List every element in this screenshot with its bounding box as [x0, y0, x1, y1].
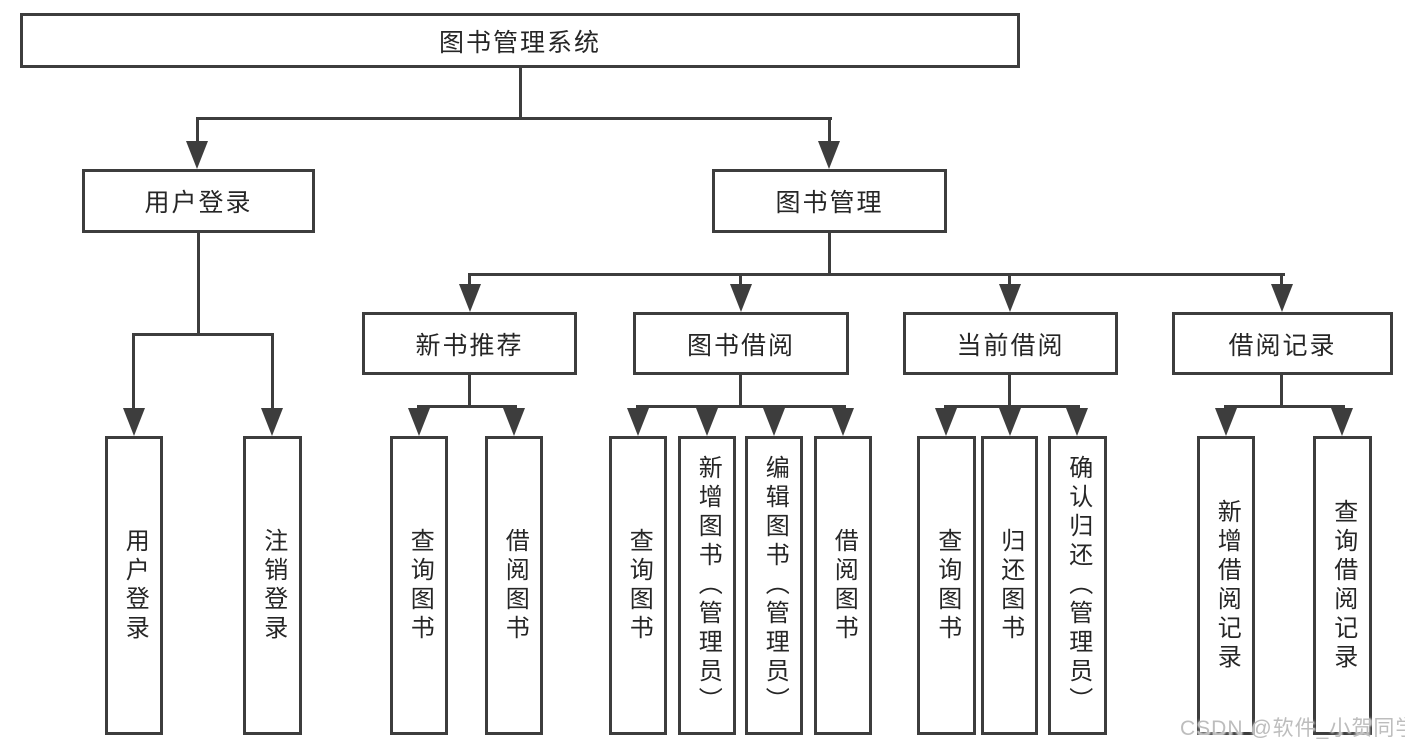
- leaf-return-books: 归还图书: [981, 436, 1038, 735]
- arrow-down-icon: [261, 408, 283, 436]
- edge-to-book-management: [828, 117, 831, 145]
- leaf-edit-books-admin: 编辑图书（管理员）: [745, 436, 803, 735]
- arrow-down-icon: [935, 408, 957, 436]
- leaf-logout-label: 注销登录: [259, 527, 287, 644]
- node-book-borrow: 图书借阅: [633, 312, 849, 375]
- leaf-query-books-current: 查询图书: [917, 436, 976, 735]
- edge-new-book-recommend-trunk: [468, 375, 471, 408]
- edge-book-management-trunk: [828, 233, 831, 276]
- node-root: 图书管理系统: [20, 13, 1020, 68]
- leaf-user-login: 用户登录: [105, 436, 163, 735]
- arrow-down-icon: [459, 284, 481, 312]
- csdn-watermark: CSDN @软件_小贺同学: [1180, 717, 1405, 740]
- arrow-down-icon: [999, 284, 1021, 312]
- node-root-label: 图书管理系统: [438, 28, 601, 57]
- leaf-query-books-recommend: 查询图书: [390, 436, 448, 735]
- leaf-query-borrow-record-label: 查询借阅记录: [1329, 498, 1357, 673]
- node-current-borrow: 当前借阅: [903, 312, 1118, 375]
- node-book-management-label: 图书管理: [775, 189, 884, 217]
- node-book-management: 图书管理: [712, 169, 947, 233]
- edge-borrow-records-split: [1224, 405, 1345, 408]
- arrow-down-icon: [1331, 408, 1353, 436]
- arrow-down-icon: [730, 284, 752, 312]
- node-borrow-records: 借阅记录: [1172, 312, 1393, 375]
- edge-to-leaf-user-login: [132, 333, 135, 410]
- leaf-borrow-books-recommend: 借阅图书: [485, 436, 543, 735]
- leaf-confirm-return-admin-label: 确认归还（管理员）: [1064, 455, 1092, 716]
- leaf-borrow-books: 借阅图书: [814, 436, 872, 735]
- leaf-query-borrow-record: 查询借阅记录: [1313, 436, 1372, 735]
- edge-book-borrow-split: [636, 405, 846, 408]
- node-book-borrow-label: 图书借阅: [686, 331, 795, 360]
- leaf-user-login-label: 用户登录: [121, 527, 149, 644]
- arrow-down-icon: [818, 141, 840, 169]
- leaf-add-borrow-record-label: 新增借阅记录: [1213, 498, 1241, 673]
- leaf-borrow-books-label: 借阅图书: [830, 527, 858, 644]
- leaf-add-borrow-record: 新增借阅记录: [1197, 436, 1255, 735]
- edge-book-management-split: [468, 273, 1285, 276]
- arrow-down-icon: [832, 408, 854, 436]
- edge-current-borrow-split: [944, 405, 1080, 408]
- arrow-down-icon: [696, 408, 718, 436]
- node-user-login-label: 用户登录: [144, 189, 253, 217]
- arrow-down-icon: [1066, 408, 1088, 436]
- edge-to-borrow-records: [1280, 273, 1283, 287]
- edge-to-current-borrow: [1008, 273, 1011, 287]
- leaf-query-books-borrow-label: 查询图书: [625, 527, 653, 644]
- edge-to-leaf-logout: [271, 333, 274, 410]
- leaf-query-books-recommend-label: 查询图书: [406, 527, 434, 644]
- arrow-down-icon: [503, 408, 525, 436]
- edge-book-borrow-trunk: [739, 375, 742, 408]
- leaf-return-books-label: 归还图书: [996, 527, 1024, 644]
- arrow-down-icon: [123, 408, 145, 436]
- edge-to-new-book-recommend: [468, 273, 471, 287]
- node-current-borrow-label: 当前借阅: [956, 331, 1065, 360]
- leaf-edit-books-admin-label: 编辑图书（管理员）: [761, 455, 789, 716]
- arrow-down-icon: [763, 408, 785, 436]
- node-user-login: 用户登录: [82, 169, 315, 233]
- node-borrow-records-label: 借阅记录: [1228, 331, 1337, 360]
- edge-to-book-borrow: [739, 273, 742, 287]
- leaf-confirm-return-admin: 确认归还（管理员）: [1048, 436, 1107, 735]
- edge-borrow-records-trunk: [1280, 375, 1283, 408]
- leaf-add-books-admin: 新增图书（管理员）: [678, 436, 736, 735]
- leaf-query-books-borrow: 查询图书: [609, 436, 667, 735]
- arrow-down-icon: [408, 408, 430, 436]
- edge-to-user-login: [196, 117, 199, 145]
- arrow-down-icon: [186, 141, 208, 169]
- edge-root-split: [196, 117, 832, 120]
- edge-user-login-trunk: [197, 233, 200, 336]
- arrow-down-icon: [627, 408, 649, 436]
- edge-new-book-recommend-split: [417, 405, 517, 408]
- edge-current-borrow-trunk: [1008, 375, 1011, 408]
- leaf-add-books-admin-label: 新增图书（管理员）: [694, 455, 722, 716]
- arrow-down-icon: [1215, 408, 1237, 436]
- node-new-book-recommend-label: 新书推荐: [415, 331, 524, 360]
- arrow-down-icon: [999, 408, 1021, 436]
- leaf-borrow-books-recommend-label: 借阅图书: [501, 527, 529, 644]
- leaf-query-books-current-label: 查询图书: [933, 527, 961, 644]
- leaf-logout: 注销登录: [243, 436, 302, 735]
- edge-root-trunk: [519, 68, 522, 120]
- arrow-down-icon: [1271, 284, 1293, 312]
- edge-user-login-split: [132, 333, 274, 336]
- node-new-book-recommend: 新书推荐: [362, 312, 577, 375]
